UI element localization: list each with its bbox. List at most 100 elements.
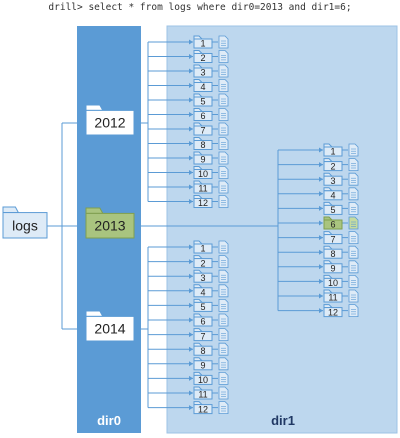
connector-arrow [319, 205, 323, 211]
file-shape [348, 172, 359, 186]
year-2013-month-11-folder-label: 11 [328, 293, 337, 303]
connector-arrow [319, 249, 323, 255]
year-2012-month-5-folder-label: 5 [200, 97, 205, 107]
year-2012-month-4-folder-label: 4 [200, 82, 205, 92]
year-2013-month-5-folder-label: 5 [330, 205, 335, 215]
folder-body [193, 198, 213, 208]
year-2012-month-3-folder-label: 3 [200, 68, 205, 78]
year-2013-month-12-file-icon [348, 304, 359, 317]
connector-arrow [319, 191, 323, 197]
year-2013-month-6-folder-label: 6 [330, 220, 335, 230]
folder-body [193, 404, 213, 415]
year-2012-month-10-folder: 10 [193, 166, 213, 179]
year-2014-month-2-folder: 2 [193, 255, 213, 268]
year-2014-month-4-file-icon [218, 284, 229, 298]
year-2014-month-6-folder-label: 6 [200, 317, 205, 327]
year-2014-month-10-folder-label: 10 [198, 375, 208, 385]
folder-body [323, 204, 343, 215]
file-shape [218, 342, 229, 356]
connector-arrow [82, 326, 86, 332]
year-2014-month-7-folder-label: 7 [200, 331, 205, 341]
query-text: drill> select * from logs where dir0=201… [48, 2, 352, 13]
folder-body [85, 109, 135, 136]
year-2013-month-4-folder: 4 [323, 187, 343, 201]
folder-body [193, 360, 213, 371]
connector-arrow [189, 375, 193, 381]
connector-arrow [189, 54, 193, 59]
year-2014-month-10-folder: 10 [193, 371, 213, 385]
year-2012-month-8-file-icon [218, 137, 229, 150]
folder-logs-label: logs [12, 217, 38, 233]
folder-body [193, 287, 213, 298]
connector-arrow [189, 317, 193, 323]
file-shape [348, 216, 359, 230]
folder-body [193, 140, 213, 150]
year-2012-month-4-file-icon [218, 79, 229, 92]
folder-body [193, 82, 213, 92]
year-2012-month-5-file-icon [218, 93, 229, 107]
file-shape [218, 313, 229, 327]
year-2012-month-11-folder-label: 11 [198, 184, 207, 194]
file-shape [218, 151, 229, 165]
year-2014-month-4-folder: 4 [193, 284, 213, 298]
year-2014-month-5-folder-label: 5 [200, 302, 205, 312]
year-2014-month-9-file-icon [218, 357, 229, 371]
file-shape [218, 269, 229, 283]
connector-arrow [189, 112, 193, 117]
year-2012-month-6-folder-label: 6 [200, 111, 205, 121]
file-shape [218, 50, 229, 63]
folder-logs: logs [2, 206, 48, 239]
year-2014-month-6-file-icon [218, 313, 229, 327]
year-2013-month-7-folder: 7 [323, 231, 343, 244]
dir1-label: dir1 [271, 413, 295, 428]
connector-arrow [189, 126, 193, 132]
file-shape [218, 137, 229, 150]
connector-arrow [189, 346, 193, 352]
year-2013-month-8-folder: 8 [323, 245, 343, 259]
file-shape [218, 401, 229, 414]
year-2013-month-5-file-icon [348, 202, 359, 215]
year-2014-month-8-folder: 8 [193, 342, 213, 356]
year-2014-month-9-folder-label: 9 [200, 361, 205, 371]
file-shape [218, 93, 229, 107]
year-2013-month-12-folder-label: 12 [328, 307, 338, 317]
connector-arrow [189, 405, 193, 411]
folder-body [2, 212, 48, 239]
file-shape [348, 275, 359, 288]
folder-body [193, 183, 213, 194]
folder-body [193, 67, 213, 78]
year-2013-month-9-folder: 9 [323, 260, 343, 274]
connector-arrow [189, 199, 193, 204]
year-2013-month-1-file-icon [348, 143, 359, 157]
year-2012-month-2-file-icon [218, 50, 229, 63]
year-2012-month-4-folder: 4 [193, 79, 213, 92]
year-2014-month-7-folder: 7 [193, 328, 213, 341]
connector-arrow [82, 120, 86, 126]
year-2014-month-1-folder: 1 [193, 240, 213, 254]
folder-tab [2, 206, 20, 214]
file-shape [218, 386, 229, 400]
file-shape [218, 166, 229, 179]
connector-arrow [319, 308, 323, 314]
folder-body [193, 272, 213, 283]
folder-body [193, 96, 213, 107]
year-2013-month-4-folder-label: 4 [330, 191, 335, 201]
year-2014-month-11-folder-label: 11 [198, 390, 207, 400]
year-2013-month-3-folder-label: 3 [330, 176, 335, 186]
year-2012-month-1-folder: 1 [193, 35, 213, 49]
year-2012-month-2-folder: 2 [193, 50, 213, 63]
year-2013-month-8-file-icon [348, 245, 359, 259]
connector-arrow [189, 141, 193, 146]
connector-arrow [189, 184, 193, 190]
year-2014-month-5-folder: 5 [193, 298, 213, 312]
year-2014-month-1-file-icon [218, 240, 229, 254]
file-shape [218, 240, 229, 254]
year-2014-month-11-folder: 11 [193, 386, 213, 400]
folder-body [193, 243, 213, 254]
year-2014-month-6-folder: 6 [193, 313, 213, 327]
folder-body [193, 111, 213, 121]
year-2013-month-3-file-icon [348, 172, 359, 186]
file-shape [348, 289, 359, 303]
file-shape [348, 143, 359, 157]
folder-body [323, 307, 343, 318]
